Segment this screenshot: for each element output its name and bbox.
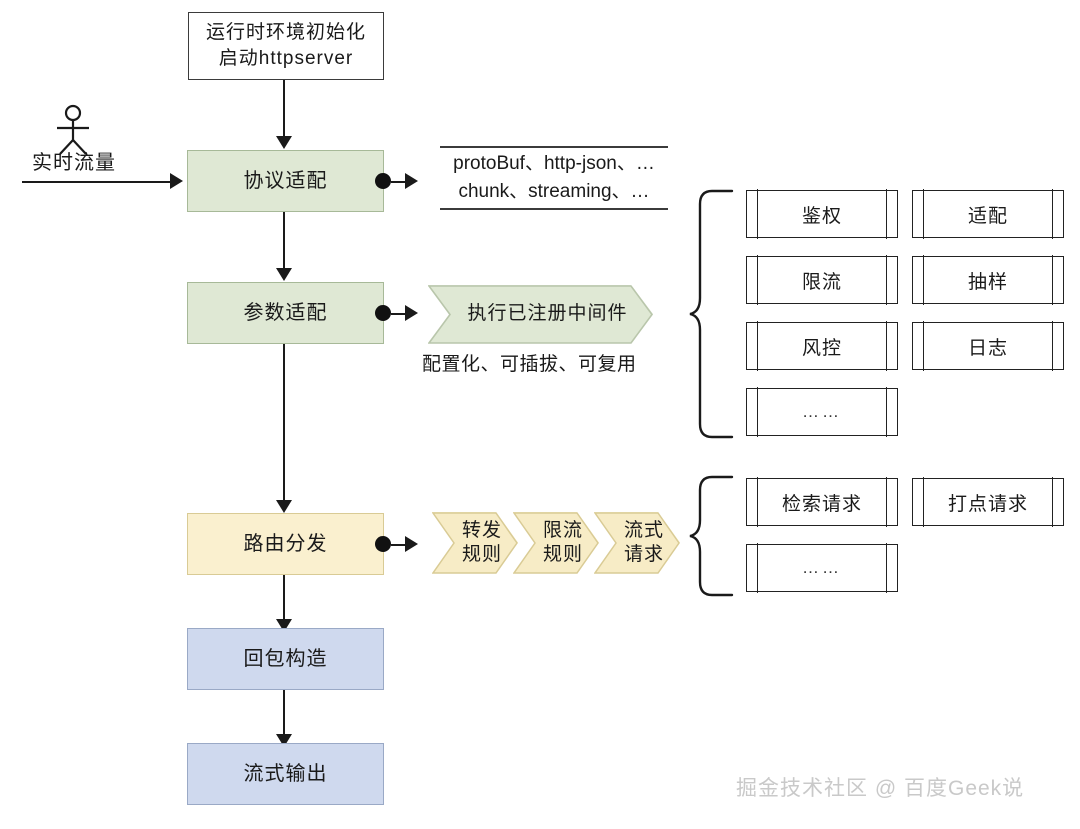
node-runtime-init: 运行时环境初始化 启动httpserver (188, 12, 384, 80)
branch-dot-protocol (375, 173, 391, 189)
chevron-ratelimit-rule-line2: 规则 (542, 543, 583, 565)
subbox-middleware-more: …… (746, 387, 898, 437)
brace-route (689, 475, 734, 597)
subbox-middleware-auth: 鉴权 (746, 189, 898, 239)
arrow-route-to-rules (405, 536, 418, 552)
subbox-route-tracking-request: 打点请求 (912, 477, 1064, 527)
subbox-label: …… (802, 558, 842, 577)
connector-param-to-route (283, 344, 285, 500)
chevron-run-middleware-label: 执行已注册中间件 (467, 303, 628, 325)
connector-route-to-rules (391, 544, 407, 546)
actor-realtime-traffic (48, 104, 114, 156)
subbox-middleware-riskcontrol: 风控 (746, 321, 898, 371)
arrow-protocol-to-note (405, 173, 418, 189)
actor-icon (57, 104, 89, 155)
branch-dot-param (375, 305, 391, 321)
param-adaptation-label: 参数适配 (243, 301, 328, 324)
subbox-middleware-adapt: 适配 (912, 189, 1064, 239)
connector-protocol-to-note (391, 181, 407, 183)
subbox-route-search-request: 检索请求 (746, 477, 898, 527)
connector-actor-to-protocol (22, 181, 170, 183)
arrow-init-to-protocol (276, 136, 292, 149)
watermark: 掘金技术社区 @ 百度Geek说 (736, 777, 1025, 800)
runtime-init-line2: 启动httpserver (218, 48, 354, 69)
arrow-actor-to-protocol (170, 173, 183, 189)
subbox-middleware-sampling: 抽样 (912, 255, 1064, 305)
arrow-protocol-to-param (276, 268, 292, 281)
subbox-label: 鉴权 (801, 205, 842, 227)
chevron-stream-request-line1: 流式 (623, 519, 664, 541)
branch-dot-route (375, 536, 391, 552)
brace-middleware (689, 189, 734, 439)
response-build-label: 回包构造 (243, 647, 328, 670)
subbox-label: 日志 (967, 337, 1008, 359)
subbox-label: …… (802, 402, 842, 421)
subbox-label: 抽样 (967, 271, 1008, 293)
node-route-dispatch: 路由分发 (187, 513, 384, 575)
subbox-label: 打点请求 (947, 493, 1028, 515)
arrow-param-to-middleware (405, 305, 418, 321)
note-protocol-line1: protoBuf、http-json、… (453, 152, 655, 174)
connector-route-to-response (283, 575, 285, 619)
subbox-label: 适配 (967, 205, 1008, 227)
subbox-middleware-ratelimit: 限流 (746, 255, 898, 305)
chevron-run-middleware: 执行已注册中间件 (428, 285, 653, 343)
actor-label: 实时流量 (32, 152, 116, 174)
node-stream-output: 流式输出 (187, 743, 384, 805)
arrow-param-to-route (276, 500, 292, 513)
protocol-adaptation-label: 协议适配 (243, 169, 328, 192)
connector-response-to-stream (283, 690, 285, 734)
node-param-adaptation: 参数适配 (187, 282, 384, 344)
chevron-stream-request: 流式 请求 (594, 512, 680, 573)
chevron-forward-rule-line1: 转发 (461, 519, 502, 541)
subbox-label: 限流 (801, 271, 842, 293)
chevron-stream-request-line2: 请求 (623, 543, 664, 565)
chevron-forward-rule: 转发 规则 (432, 512, 518, 573)
connector-protocol-to-param (283, 212, 285, 268)
node-response-build: 回包构造 (187, 628, 384, 690)
note-protocol-line2: chunk、streaming、… (458, 181, 650, 202)
chevron-forward-rule-line2: 规则 (461, 543, 502, 565)
note-protocol-formats: protoBuf、http-json、… chunk、streaming、… (440, 146, 668, 210)
subbox-label: 风控 (801, 337, 842, 359)
caption-middleware-traits: 配置化、可插拔、可复用 (422, 354, 637, 375)
runtime-init-line1: 运行时环境初始化 (205, 22, 366, 44)
subbox-route-more: …… (746, 543, 898, 593)
connector-init-to-protocol (283, 80, 285, 136)
chevron-ratelimit-rule: 限流 规则 (513, 512, 599, 573)
chevron-ratelimit-rule-line1: 限流 (542, 519, 583, 541)
connector-param-to-middleware (391, 313, 407, 315)
subbox-middleware-log: 日志 (912, 321, 1064, 371)
route-dispatch-label: 路由分发 (243, 532, 328, 555)
node-protocol-adaptation: 协议适配 (187, 150, 384, 212)
stream-output-label: 流式输出 (243, 762, 328, 785)
subbox-label: 检索请求 (781, 493, 862, 515)
